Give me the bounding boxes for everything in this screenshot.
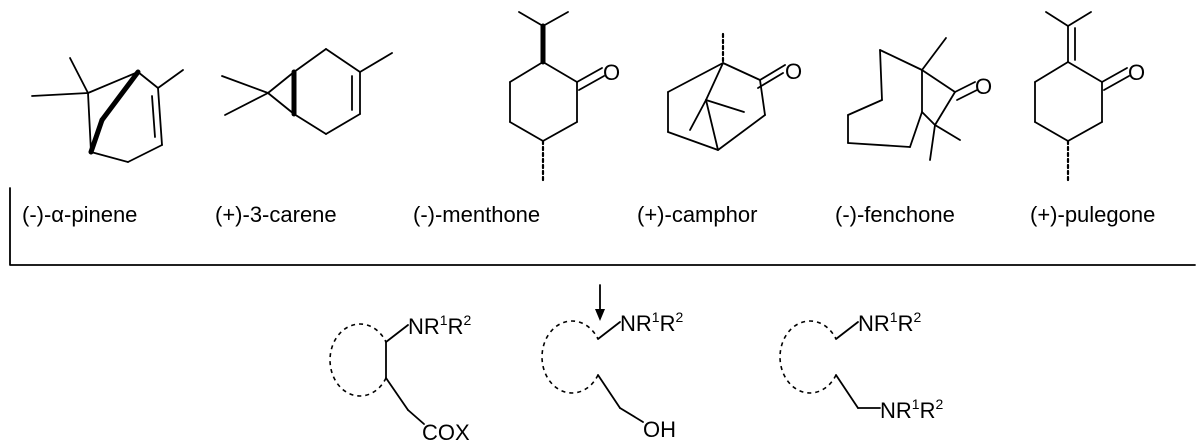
product2-amine-label: NR1R2	[620, 309, 683, 336]
product3-amine-label-top: NR1R2	[858, 309, 921, 336]
compound-name-alpha-pinene: (-)-α-pinene	[22, 202, 137, 227]
product1-amine-label: NR1R2	[408, 312, 471, 339]
structure-3-carene	[221, 48, 393, 135]
structure-camphor	[667, 32, 786, 151]
compound-name-menthone: (-)-menthone	[413, 202, 540, 227]
product2-hydroxyl-label: OH	[643, 417, 676, 442]
compound-name-pulegone: (+)-pulegone	[1030, 202, 1155, 227]
product-amino-acid	[329, 323, 425, 425]
bracket-line	[9, 187, 1196, 266]
compound-name-fenchone: (-)-fenchone	[835, 202, 955, 227]
fenchone-oxygen-label: O	[975, 74, 992, 99]
product1-cox-label: COX	[422, 420, 470, 445]
product3-amine-label-bottom: NR1R2	[880, 396, 943, 423]
product-diamine	[779, 320, 881, 409]
camphor-oxygen-label: O	[785, 59, 802, 84]
pulegone-oxygen-label: O	[1128, 60, 1145, 85]
structure-menthone	[509, 11, 605, 182]
structure-alpha-pinene	[31, 57, 184, 163]
product-amino-alcohol	[541, 320, 644, 423]
compound-name-3-carene: (+)-3-carene	[215, 202, 337, 227]
structure-fenchone	[847, 37, 978, 161]
reaction-arrow-head	[595, 309, 605, 321]
compound-name-camphor: (+)-camphor	[637, 202, 757, 227]
menthone-oxygen-label: O	[603, 60, 620, 85]
structure-pulegone	[1034, 11, 1130, 182]
